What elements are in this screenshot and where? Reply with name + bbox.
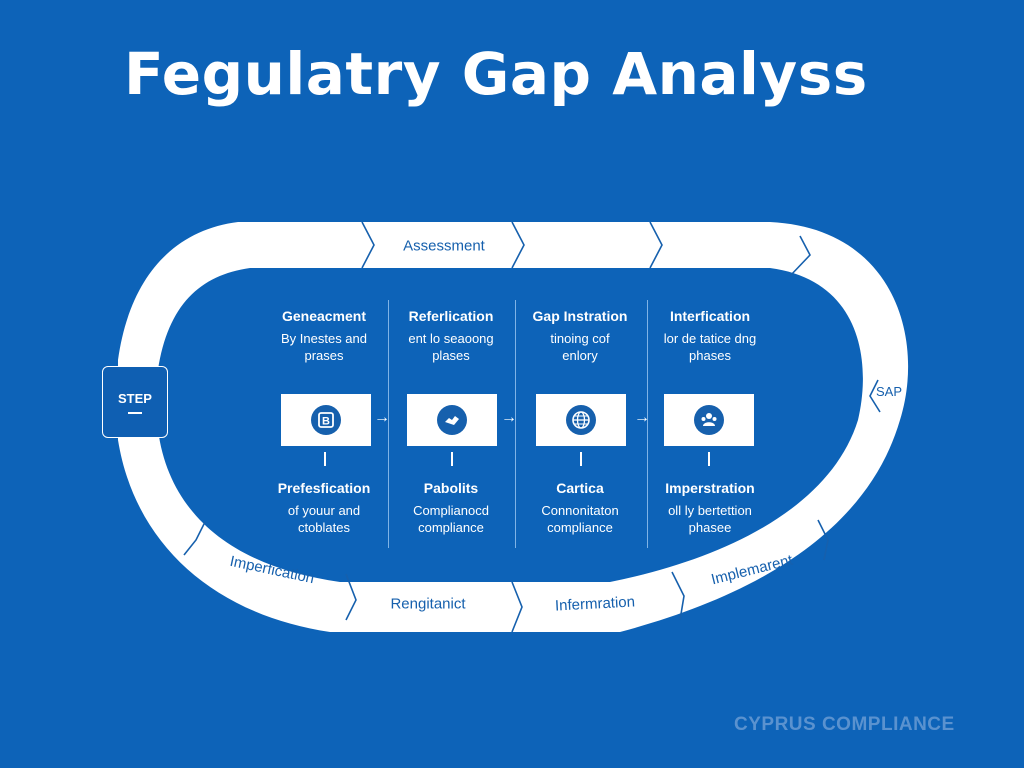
- phase-title: Gap Instration: [532, 308, 628, 324]
- phase-card-2: [407, 394, 497, 446]
- outcome-description-line: Complianocd: [413, 503, 489, 518]
- phase-title: Referlication: [408, 308, 494, 324]
- outcome-description: Complianocd compliance: [376, 502, 526, 536]
- phase-description-line: By Inestes and: [281, 331, 367, 346]
- arrow-right-icon: →: [501, 409, 517, 426]
- segment-label-rengitanict: Rengitanict: [390, 595, 466, 613]
- phase-description-line: prases: [304, 348, 344, 363]
- arrow-right-icon: →: [374, 409, 390, 426]
- phase-description-line: enlory: [562, 348, 598, 363]
- outcome-description-line: compliance: [418, 520, 484, 535]
- column-divider: [647, 300, 648, 548]
- phase-title: Interfication: [669, 308, 751, 324]
- outcome-description: of youur and ctoblates: [249, 502, 399, 536]
- phase-outcome-4: Imperstration oll ly bertettion phasee: [635, 480, 785, 536]
- outcome-description-line: compliance: [547, 520, 613, 535]
- phase-card-3: [536, 394, 626, 446]
- phase-connector: [324, 452, 326, 466]
- outcome-description: oll ly bertettion phasee: [635, 502, 785, 536]
- phase-outcome-2: Pabolits Complianocd compliance: [376, 480, 526, 536]
- step-label: STEP: [118, 391, 152, 406]
- outcome-title: Cartica: [556, 480, 604, 496]
- outcome-title: Imperstration: [665, 480, 755, 496]
- phase-description-line: ent lo seaoong: [408, 331, 494, 346]
- phase-card-1: B: [281, 394, 371, 446]
- phase-connector: [708, 452, 710, 466]
- phase-description-line: plases: [432, 348, 470, 363]
- phase-column-3: Gap Instration tinoing cof enlory: [505, 308, 655, 364]
- svg-text:B: B: [322, 416, 330, 428]
- step-underline: [128, 412, 142, 414]
- globe-icon: [566, 405, 596, 435]
- phase-connector: [580, 452, 582, 466]
- phase-description-line: lor de tatice dng: [663, 331, 757, 346]
- outcome-description-line: of youur and: [287, 503, 361, 518]
- sap-label: SAP: [876, 384, 903, 399]
- phase-description: By Inestes and prases: [249, 330, 399, 364]
- phase-column-4: Interfication lor de tatice dng phases: [635, 308, 785, 364]
- phase-outcome-3: Cartica Connonitaton compliance: [505, 480, 655, 536]
- phase-column-2: Referlication ent lo seaoong plases: [376, 308, 526, 364]
- phase-card-4: [664, 394, 754, 446]
- phase-title: Geneacment: [281, 308, 367, 324]
- outcome-description: Connonitaton compliance: [505, 502, 655, 536]
- segment-label-assessment: Assessment: [403, 237, 485, 255]
- phase-column-1: Geneacment By Inestes and prases: [249, 308, 399, 364]
- outcome-description-line: Connonitaton: [541, 503, 619, 518]
- phase-description: lor de tatice dng phases: [635, 330, 785, 364]
- outcome-title: Pabolits: [423, 480, 479, 496]
- phase-description-line: phases: [689, 348, 731, 363]
- brand-watermark: CYPRUS COMPLIANCE: [734, 714, 955, 735]
- phase-outcome-1: Prefesfication of youur and ctoblates: [249, 480, 399, 536]
- step-box: STEP: [102, 366, 168, 438]
- phase-description-line: tinoing cof: [550, 331, 610, 346]
- page-title: Fegulatry Gap Analyss: [124, 40, 868, 108]
- column-divider: [388, 300, 389, 548]
- outcome-description-line: ctoblates: [297, 520, 351, 535]
- phase-connector: [451, 452, 453, 466]
- outcome-description-line: oll ly bertettion: [668, 503, 752, 518]
- phase-description: ent lo seaoong plases: [376, 330, 526, 364]
- column-divider: [515, 300, 516, 548]
- outcome-title: Prefesfication: [277, 480, 371, 496]
- people-icon: [694, 405, 724, 435]
- arrow-right-icon: →: [634, 409, 650, 426]
- phase-description: tinoing cof enlory: [505, 330, 655, 364]
- outcome-description-line: phasee: [688, 520, 732, 535]
- b-badge-icon: B: [311, 405, 341, 435]
- handshake-icon: [437, 405, 467, 435]
